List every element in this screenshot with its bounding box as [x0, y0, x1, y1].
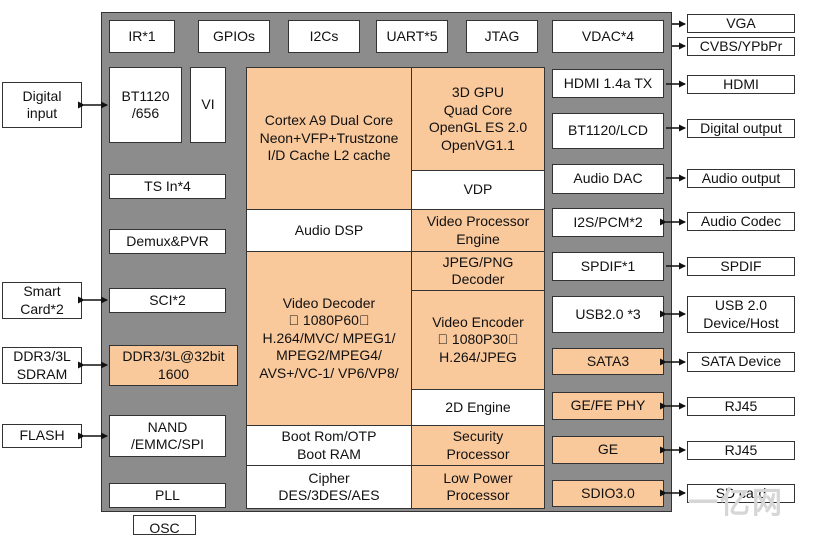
bt1120-input-block: BT1120 /656 [109, 67, 182, 143]
sata-block: SATA3 [552, 348, 664, 375]
digital-input-device: Digital input [2, 82, 82, 128]
ge-block: GE [552, 436, 664, 464]
rj45-port-b: RJ45 [687, 441, 795, 460]
hdmi-port: HDMI [687, 75, 795, 94]
ge-fe-phy-block: GE/FE PHY [552, 392, 664, 420]
spdif-block: SPDIF*1 [552, 252, 664, 281]
uart-block: UART*5 [376, 20, 448, 53]
cvbs-port: CVBS/YPbPr [687, 37, 795, 56]
video-processor-engine-block: Video Processor Engine [411, 209, 545, 252]
video-decoder-block: Video Decoder  1080P60 H.264/MVC/ MPEG… [246, 251, 412, 426]
audio-output-port: Audio output [687, 169, 795, 188]
nand-block: NAND /EMMC/SPI [109, 415, 226, 457]
vga-port: VGA [687, 14, 795, 33]
bt1120-lcd-block: BT1120/LCD [552, 113, 664, 149]
i2cs-block: I2Cs [288, 20, 360, 53]
rj45-port-a: RJ45 [687, 397, 795, 416]
pll-block: PLL [109, 483, 226, 508]
usb-device-host: USB 2.0 Device/Host [687, 296, 795, 333]
hdmi-tx-block: HDMI 1.4a TX [552, 69, 664, 98]
sata-device: SATA Device [687, 352, 795, 372]
digital-output-port: Digital output [687, 119, 795, 138]
low-power-processor-block: Low Power Processor [411, 465, 545, 509]
gpu-block: 3D GPU Quad Core OpenGL ES 2.0 OpenVG1.1 [411, 67, 545, 171]
spdif-port: SPDIF [687, 257, 795, 276]
cpu-block: Cortex A9 Dual Core Neon+VFP+Trustzone I… [246, 67, 412, 210]
smart-card-device: Smart Card*2 [2, 282, 82, 319]
sci-block: SCI*2 [109, 288, 226, 313]
vdac-block: VDAC*4 [552, 20, 664, 53]
ddr-sdram-device: DDR3/3L SDRAM [2, 347, 82, 384]
demux-block: Demux&PVR [109, 229, 226, 254]
ddr-controller-block: DDR3/3L@32bit 1600 [109, 345, 238, 386]
i2s-pcm-block: I2S/PCM*2 [552, 208, 664, 237]
gpios-block: GPIOs [198, 20, 270, 53]
jtag-block: JTAG [466, 20, 538, 53]
2d-engine-block: 2D Engine [411, 389, 545, 426]
audio-dac-block: Audio DAC [552, 164, 664, 194]
ir-block: IR*1 [109, 20, 175, 53]
ts-in-block: TS In*4 [109, 174, 226, 199]
sdio-block: SDIO3.0 [552, 480, 664, 507]
sd-card-slot: SD card [687, 484, 795, 503]
usb-block: USB2.0 *3 [552, 296, 664, 333]
audio-codec-device: Audio Codec [687, 212, 795, 231]
video-encoder-block: Video Encoder  1080P30 H.264/JPEG [411, 290, 545, 390]
boot-rom-block: Boot Rom/OTP Boot RAM [246, 425, 412, 466]
watermark: 一亿网 [688, 486, 784, 521]
flash-device: FLASH [2, 424, 82, 448]
vi-block: VI [190, 67, 226, 143]
